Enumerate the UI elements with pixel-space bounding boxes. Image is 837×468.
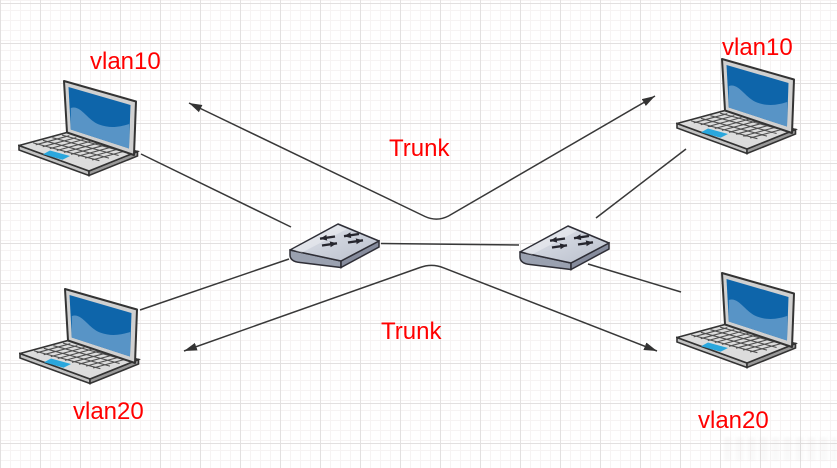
watermark — [724, 437, 837, 461]
label-trunk-bottom: Trunk — [381, 318, 442, 345]
edge-pc-topleft-to-switch-left[interactable] — [140, 153, 292, 228]
edge-trunk-bottom-double-arrow[interactable] — [183, 264, 658, 352]
label-vlan-bottom-right: vlan20 — [698, 407, 769, 434]
label-trunk-top: Trunk — [389, 135, 450, 162]
node-switch-left[interactable] — [287, 219, 382, 269]
label-vlan-top-right: vlan10 — [722, 34, 793, 61]
label-vlan-bottom-left: vlan20 — [73, 398, 144, 425]
edge-trunk-top-double-arrow[interactable] — [188, 95, 656, 220]
edge-switch-right-to-pc-topright[interactable] — [595, 148, 687, 219]
node-switch-right[interactable] — [517, 221, 612, 271]
node-laptop-bottom-left[interactable] — [19, 287, 141, 385]
label-vlan-top-left: vlan10 — [90, 48, 161, 75]
laptop-icon — [676, 271, 798, 369]
edge-switch-left-to-switch-right[interactable] — [380, 242, 520, 246]
edge-switch-right-to-pc-bottomright[interactable] — [587, 263, 682, 293]
switch-icon — [287, 219, 382, 269]
edge-pc-bottomleft-to-switch-left[interactable] — [139, 258, 290, 311]
node-laptop-bottom-right[interactable] — [676, 271, 798, 369]
node-laptop-top-right[interactable] — [676, 57, 798, 155]
node-laptop-top-left[interactable] — [18, 79, 140, 177]
laptop-icon — [18, 79, 140, 177]
laptop-icon — [19, 287, 141, 385]
laptop-icon — [676, 57, 798, 155]
switch-icon — [517, 221, 612, 271]
